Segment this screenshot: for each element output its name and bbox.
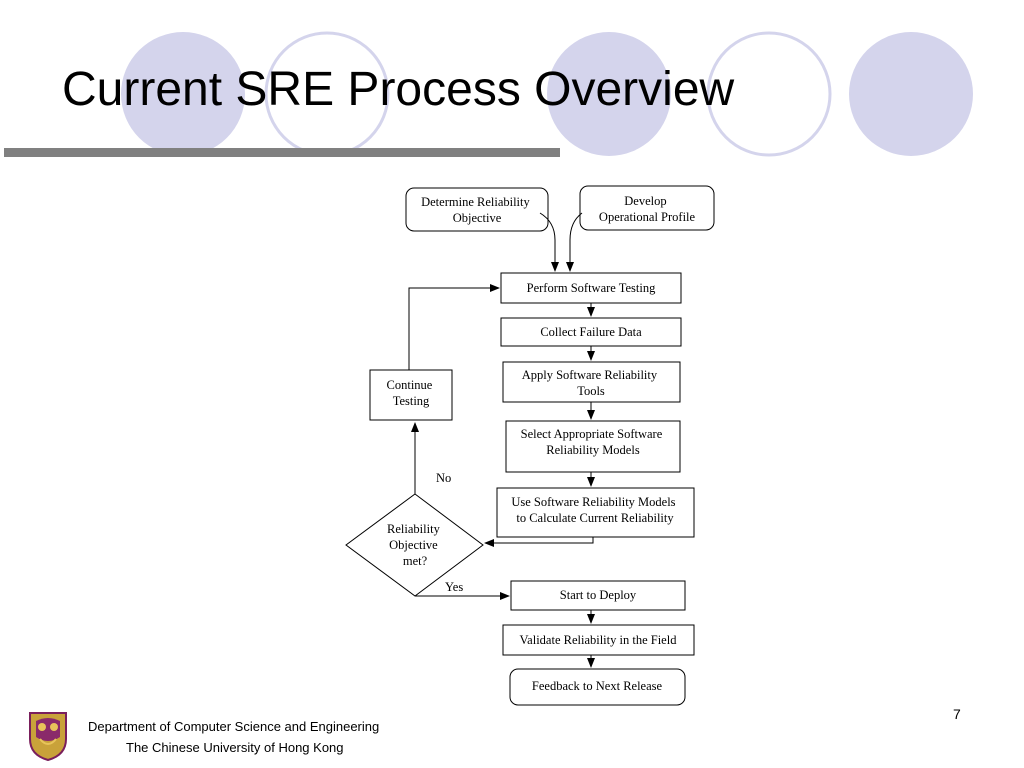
footer-department: Department of Computer Science and Engin…: [88, 719, 380, 734]
node-develop-profile: [579, 185, 715, 231]
node-start-deploy: [510, 580, 686, 611]
label-line: Reliability: [387, 522, 441, 536]
deco-circle-filled: [849, 32, 973, 156]
label-select-models: Select Appropriate Software Reliability …: [521, 427, 666, 457]
label-start-deploy: Start to Deploy: [560, 588, 637, 602]
edge-continue-to-testing: [408, 284, 500, 370]
edge-profile-to-testing: [566, 212, 583, 272]
edge-use-to-decision: [484, 537, 594, 547]
label-determine-objective: Determine Reliability Objective: [421, 195, 533, 225]
label-decision: Reliability Objective met?: [387, 522, 443, 568]
label-use-models: Use Software Reliability Models to Calcu…: [511, 495, 678, 525]
label-develop-profile: Develop Operational Profile: [599, 194, 696, 224]
node-validate-field: [502, 624, 695, 656]
label-line: to Calculate Current Reliability: [516, 511, 674, 525]
title-underline: [4, 148, 560, 157]
slide-title: Current SRE Process Overview: [62, 63, 735, 116]
label-line: Continue: [387, 378, 433, 392]
deco-circle-outline: [706, 31, 832, 157]
footer-university: The Chinese University of Hong Kong: [126, 740, 344, 755]
node-use-models: [496, 487, 695, 538]
label-line: Select Appropriate Software: [521, 427, 663, 441]
label-line: Apply Software Reliability: [522, 368, 658, 382]
label-feedback: Feedback to Next Release: [532, 679, 663, 693]
university-crest-logo: [29, 712, 67, 761]
label-line: Testing: [393, 394, 430, 408]
edge-determine-to-testing: [539, 212, 559, 272]
node-continue-testing: [369, 369, 453, 421]
deco-circle-filled: [547, 32, 671, 156]
label-line: met?: [403, 554, 428, 568]
label-line: Reliability Models: [546, 443, 640, 457]
label-line: Objective: [453, 211, 502, 225]
page-number: 7: [953, 706, 961, 722]
label-perform-testing: Perform Software Testing: [527, 281, 656, 295]
label-line: Develop: [624, 194, 666, 208]
label-line: Operational Profile: [599, 210, 696, 224]
edge-label-no: No: [436, 471, 451, 485]
edge-label-yes: Yes: [445, 580, 463, 594]
label-collect-failure: Collect Failure Data: [540, 325, 642, 339]
deco-circle-filled: [121, 32, 245, 156]
node-determine-objective: [405, 187, 549, 232]
label-line: Objective: [389, 538, 438, 552]
label-line: Use Software Reliability Models: [511, 495, 675, 509]
label-line: Tools: [577, 384, 605, 398]
node-feedback: [509, 668, 686, 706]
decorative-circles: [121, 31, 973, 157]
label-continue-testing: Continue Testing: [387, 378, 436, 408]
node-select-models: [505, 420, 681, 473]
label-line: Determine Reliability: [421, 195, 530, 209]
label-apply-tools: Apply Software Reliability Tools: [522, 368, 661, 398]
label-validate-field: Validate Reliability in the Field: [520, 633, 678, 647]
